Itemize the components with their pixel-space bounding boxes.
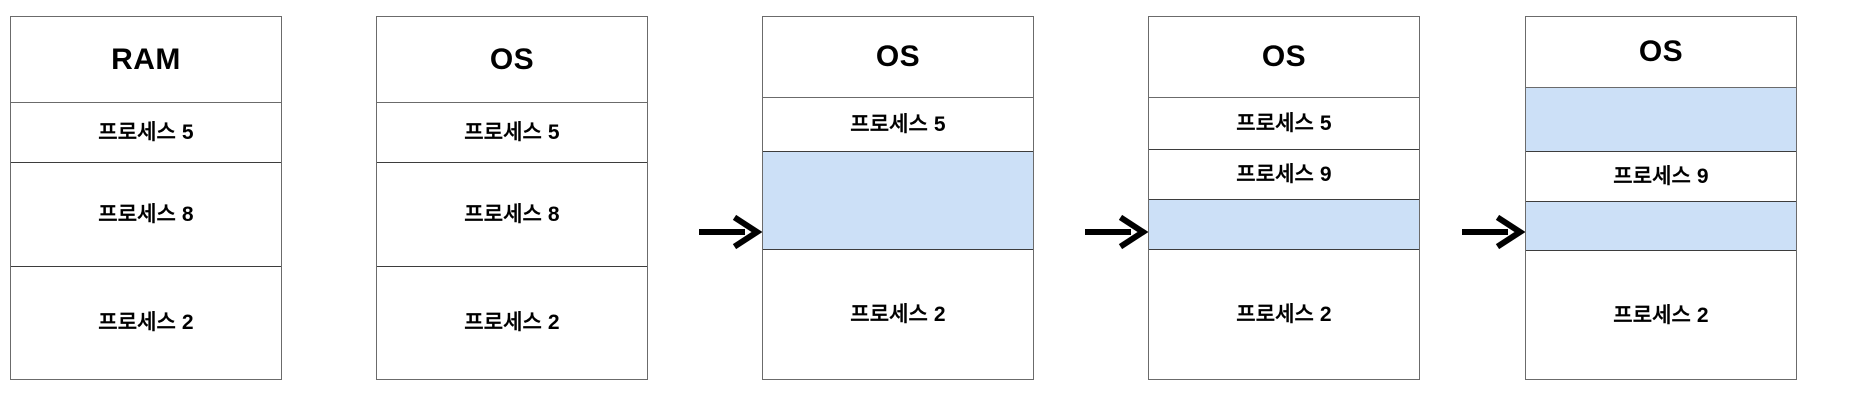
memory-block-1: RAM 프로세스 5 프로세스 8 프로세스 2 xyxy=(10,16,282,380)
memory-block-1-row-2: 프로세스 2 xyxy=(11,267,281,378)
memory-block-4-row-0-label: 프로세스 5 xyxy=(1236,112,1332,135)
memory-block-3: OS 프로세스 5 프로세스 2 xyxy=(762,16,1034,380)
memory-block-2: OS 프로세스 5 프로세스 8 프로세스 2 xyxy=(376,16,648,380)
memory-block-4-row-3: 프로세스 2 xyxy=(1149,250,1419,378)
memory-block-1-row-0-label: 프로세스 5 xyxy=(98,121,194,144)
memory-block-3-header-label: OS xyxy=(875,40,921,73)
memory-block-5-row-0-free xyxy=(1526,87,1796,152)
memory-block-3-row-0: 프로세스 5 xyxy=(763,98,1033,152)
memory-block-2-row-1: 프로세스 8 xyxy=(377,163,647,267)
memory-block-1-row-0: 프로세스 5 xyxy=(11,103,281,163)
memory-block-3-row-2: 프로세스 2 xyxy=(763,250,1033,378)
memory-block-5-row-3: 프로세스 2 xyxy=(1526,251,1796,379)
memory-block-4-row-0: 프로세스 5 xyxy=(1149,98,1419,150)
memory-block-4: OS 프로세스 5 프로세스 9 프로세스 2 xyxy=(1148,16,1420,380)
memory-block-2-row-2: 프로세스 2 xyxy=(377,267,647,378)
memory-block-3-row-2-label: 프로세스 2 xyxy=(850,302,946,326)
memory-block-5-row-1-label: 프로세스 9 xyxy=(1613,164,1709,188)
arrow-right-icon-1 xyxy=(699,214,763,250)
memory-block-4-header-row: OS xyxy=(1149,17,1419,98)
memory-block-1-header-label: RAM xyxy=(111,42,181,76)
memory-block-2-header-label: OS xyxy=(489,42,535,76)
memory-block-5: OS 프로세스 9 프로세스 2 xyxy=(1525,16,1797,380)
memory-block-2-header-row: OS xyxy=(377,17,647,103)
memory-block-1-header-row: RAM xyxy=(11,17,281,103)
memory-block-5-header-row: OS xyxy=(1526,17,1796,88)
memory-block-5-row-2-free xyxy=(1526,201,1796,252)
arrow-right-icon-2 xyxy=(1085,214,1149,250)
memory-block-4-row-3-label: 프로세스 2 xyxy=(1236,302,1332,326)
memory-block-1-row-1: 프로세스 8 xyxy=(11,163,281,267)
memory-block-4-row-1: 프로세스 9 xyxy=(1149,150,1419,200)
memory-block-1-row-2-label: 프로세스 2 xyxy=(98,311,194,334)
arrow-right-icon-3 xyxy=(1462,214,1526,250)
memory-block-2-row-0-label: 프로세스 5 xyxy=(464,121,560,144)
memory-block-2-row-0: 프로세스 5 xyxy=(377,103,647,163)
memory-block-4-row-2-free xyxy=(1149,200,1419,250)
memory-block-5-row-1: 프로세스 9 xyxy=(1526,151,1796,202)
memory-block-2-row-2-label: 프로세스 2 xyxy=(464,311,560,334)
memory-block-5-row-3-label: 프로세스 2 xyxy=(1613,303,1709,327)
memory-block-3-row-1-free xyxy=(763,152,1033,250)
memory-block-3-header-row: OS xyxy=(763,17,1033,98)
memory-block-1-row-1-label: 프로세스 8 xyxy=(98,203,194,226)
memory-block-4-header-label: OS xyxy=(1261,40,1307,73)
memory-block-2-row-1-label: 프로세스 8 xyxy=(464,203,560,226)
memory-block-3-row-0-label: 프로세스 5 xyxy=(850,113,946,136)
memory-block-4-row-1-label: 프로세스 9 xyxy=(1236,163,1332,186)
memory-block-5-header-label: OS xyxy=(1638,34,1684,68)
